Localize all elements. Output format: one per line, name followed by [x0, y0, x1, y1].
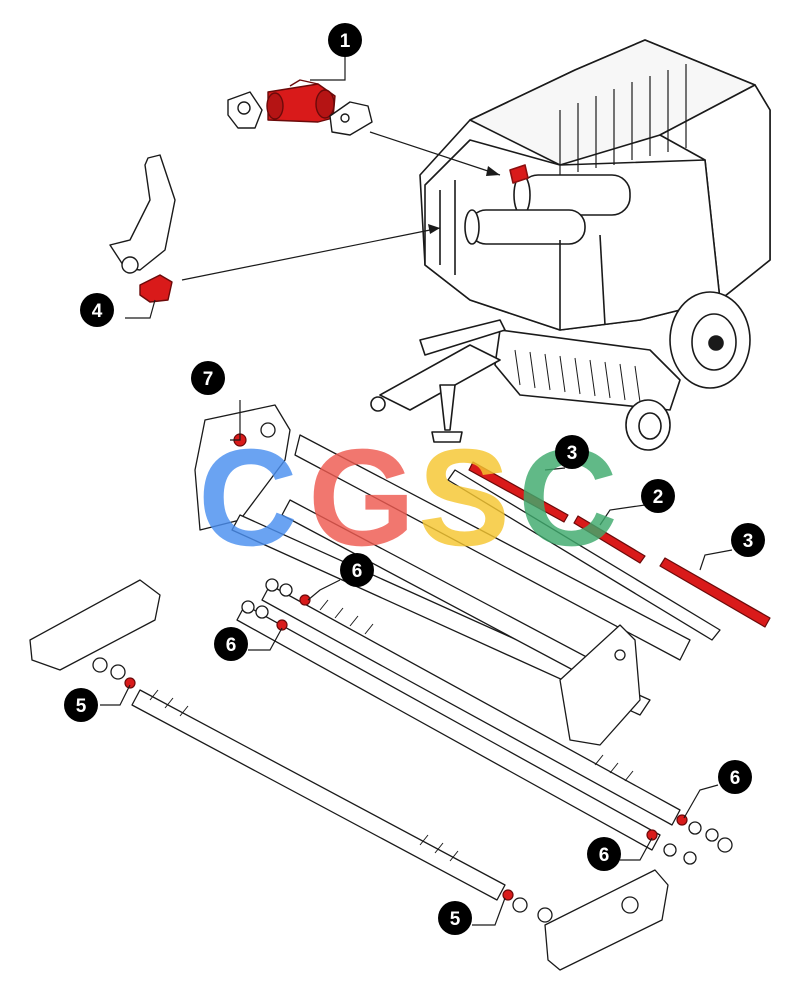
- callout-6d: 6: [587, 837, 621, 871]
- svg-text:1: 1: [340, 31, 351, 52]
- part-2-strip: [573, 515, 646, 564]
- part-6-bushing-d: [646, 829, 658, 841]
- svg-text:6: 6: [352, 561, 363, 582]
- part-5-bushing-a: [124, 677, 136, 689]
- part-3-strip-lower: [659, 557, 771, 628]
- svg-text:6: 6: [599, 845, 610, 866]
- round-baler-machine: [370, 39, 771, 451]
- svg-text:6: 6: [730, 768, 741, 789]
- part-6-bushing-a: [299, 594, 311, 606]
- watermark-letter-1: C: [198, 421, 298, 575]
- highlighted-parts: [124, 433, 771, 901]
- callout-1: 1: [328, 23, 362, 57]
- svg-text:3: 3: [743, 531, 754, 552]
- callout-6c: 6: [718, 760, 752, 794]
- part-1-motor-assembly: [227, 79, 373, 136]
- svg-text:4: 4: [92, 301, 103, 322]
- part-6-bushing-b: [276, 619, 288, 631]
- part-4-lever-arm: [109, 154, 176, 303]
- part-3-strip-upper: [468, 461, 569, 523]
- svg-text:7: 7: [203, 369, 214, 390]
- callouts: 1 2 3 3 4 5 5 6: [64, 23, 765, 935]
- arrow-heads: [428, 166, 500, 234]
- svg-text:3: 3: [567, 443, 578, 464]
- watermark-letter-2: G: [308, 421, 415, 575]
- svg-text:2: 2: [653, 487, 664, 508]
- callout-3a: 3: [555, 435, 589, 469]
- rotor-frame-assembly: [29, 404, 733, 971]
- callout-7: 7: [191, 361, 225, 395]
- callout-2: 2: [641, 479, 675, 513]
- part-5-bushing-b: [502, 889, 514, 901]
- svg-text:6: 6: [226, 635, 237, 656]
- leader-lines: [100, 55, 733, 926]
- callout-5b: 5: [438, 901, 472, 935]
- cgsc-watermark: C G S C: [198, 421, 618, 575]
- callout-6a: 6: [340, 553, 374, 587]
- svg-text:5: 5: [450, 909, 461, 930]
- callout-4: 4: [80, 293, 114, 327]
- callout-3b: 3: [731, 523, 765, 557]
- watermark-letter-3: S: [418, 421, 510, 575]
- svg-text:5: 5: [76, 696, 87, 717]
- callout-5a: 5: [64, 688, 98, 722]
- callout-6b: 6: [214, 627, 248, 661]
